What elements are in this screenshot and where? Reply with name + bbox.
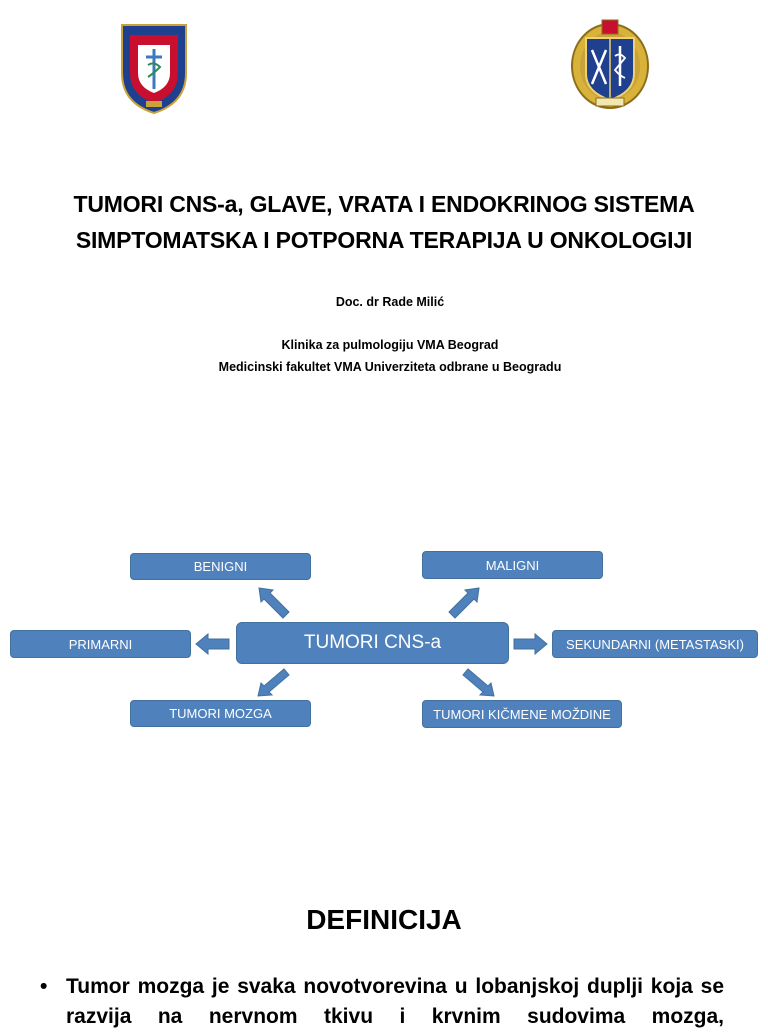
box-primarni: PRIMARNI bbox=[10, 630, 191, 658]
box-sekundarni: SEKUNDARNI (METASTASKI) bbox=[552, 630, 758, 658]
arrow-to-primarni bbox=[195, 633, 230, 655]
title-line-1: TUMORI CNS-a, GLAVE, VRATA I ENDOKRINOG … bbox=[73, 191, 695, 217]
bullet-text: Tumor mozga je svaka novotvorevina u lob… bbox=[66, 975, 724, 1028]
arrow-to-tumori-mozga bbox=[257, 668, 290, 697]
arrow-to-benigni bbox=[258, 587, 290, 619]
author-name: Doc. dr Rade Milić bbox=[335, 295, 445, 309]
arrow-to-tumori-kicmene-mozdine bbox=[462, 668, 495, 697]
box-tumori-kicmene-mozdine: TUMORI KIČMENE MOŽDINE bbox=[422, 700, 622, 728]
affiliation-line-2: Medicinski fakultet VMA Univerziteta odb… bbox=[218, 360, 562, 374]
box-benigni: BENIGNI bbox=[130, 553, 311, 580]
bullet-item: • Tumor mozga je svaka novotvorevina u l… bbox=[40, 972, 724, 1032]
affiliation-line-1: Klinika za pulmologiju VMA Beograd bbox=[281, 338, 499, 352]
section-heading: DEFINICIJA bbox=[306, 904, 462, 935]
box-tumori-cns: TUMORI CNS-a bbox=[236, 622, 509, 664]
medical-faculty-crest-logo bbox=[571, 19, 649, 109]
arrow-to-maligni bbox=[448, 587, 480, 619]
title-line-2: SIMPTOMATSKA I POTPORNA TERAPIJA U ONKOL… bbox=[75, 227, 693, 253]
arrow-to-sekundarni bbox=[513, 633, 548, 655]
box-maligni: MALIGNI bbox=[422, 551, 603, 579]
box-tumori-mozga: TUMORI MOZGA bbox=[130, 700, 311, 727]
bullet-icon: • bbox=[40, 975, 48, 998]
military-medical-academy-logo bbox=[121, 24, 187, 115]
